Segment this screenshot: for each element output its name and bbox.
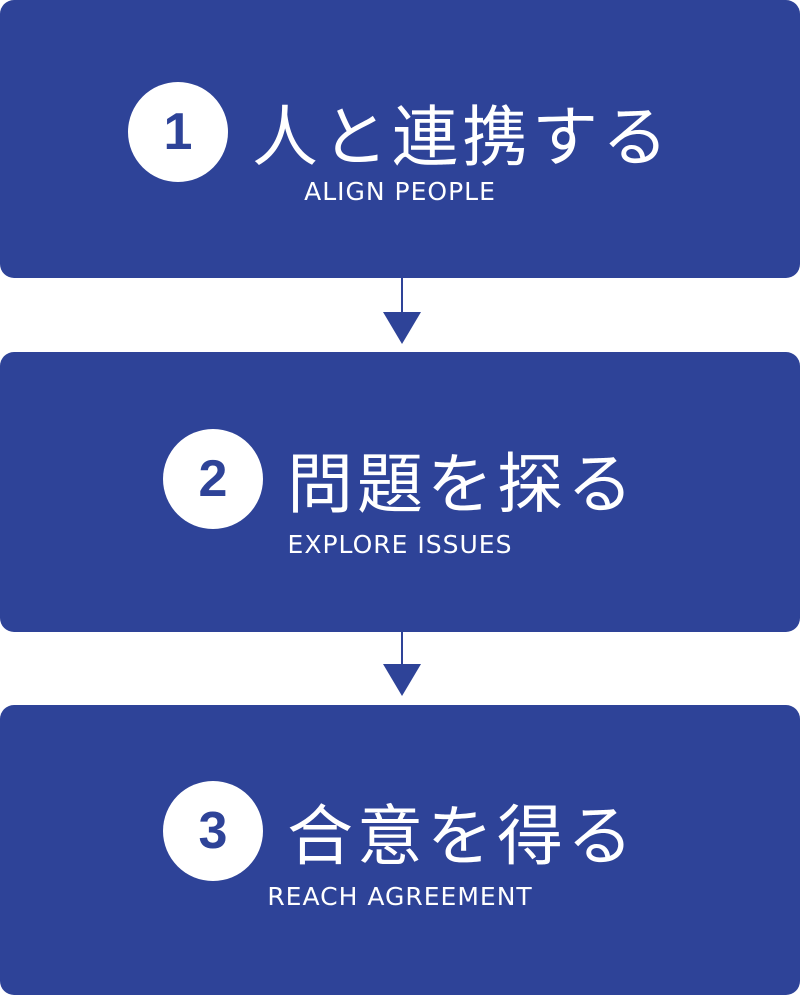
step-1-number-badge: 1	[128, 82, 228, 182]
step-1-box: 1 人と連携する ALIGN PEOPLE	[0, 0, 800, 278]
step-3-title-jp: 合意を得る	[287, 798, 637, 875]
step-2-title-row: 2 問題を探る	[0, 429, 800, 529]
step-1-title-row: 1 人と連携する	[0, 82, 800, 182]
step-3-box: 3 合意を得る REACH AGREEMENT	[0, 705, 800, 995]
step-3-title-row: 3 合意を得る	[0, 781, 800, 881]
step-1-title-en: ALIGN PEOPLE	[304, 177, 496, 206]
arrow-line	[401, 278, 403, 314]
step-2-number-badge: 2	[163, 429, 263, 529]
step-3-title-en: REACH AGREEMENT	[267, 882, 533, 911]
step-3-number-badge: 3	[163, 781, 263, 881]
step-2-title-en: EXPLORE ISSUES	[287, 530, 513, 559]
step-2-box: 2 問題を探る EXPLORE ISSUES	[0, 352, 800, 632]
arrow-line	[401, 632, 403, 666]
step-2-title-jp: 問題を探る	[287, 446, 637, 523]
down-arrow-icon	[383, 312, 421, 344]
down-arrow-icon	[383, 664, 421, 696]
step-1-title-jp: 人と連携する	[252, 99, 672, 176]
